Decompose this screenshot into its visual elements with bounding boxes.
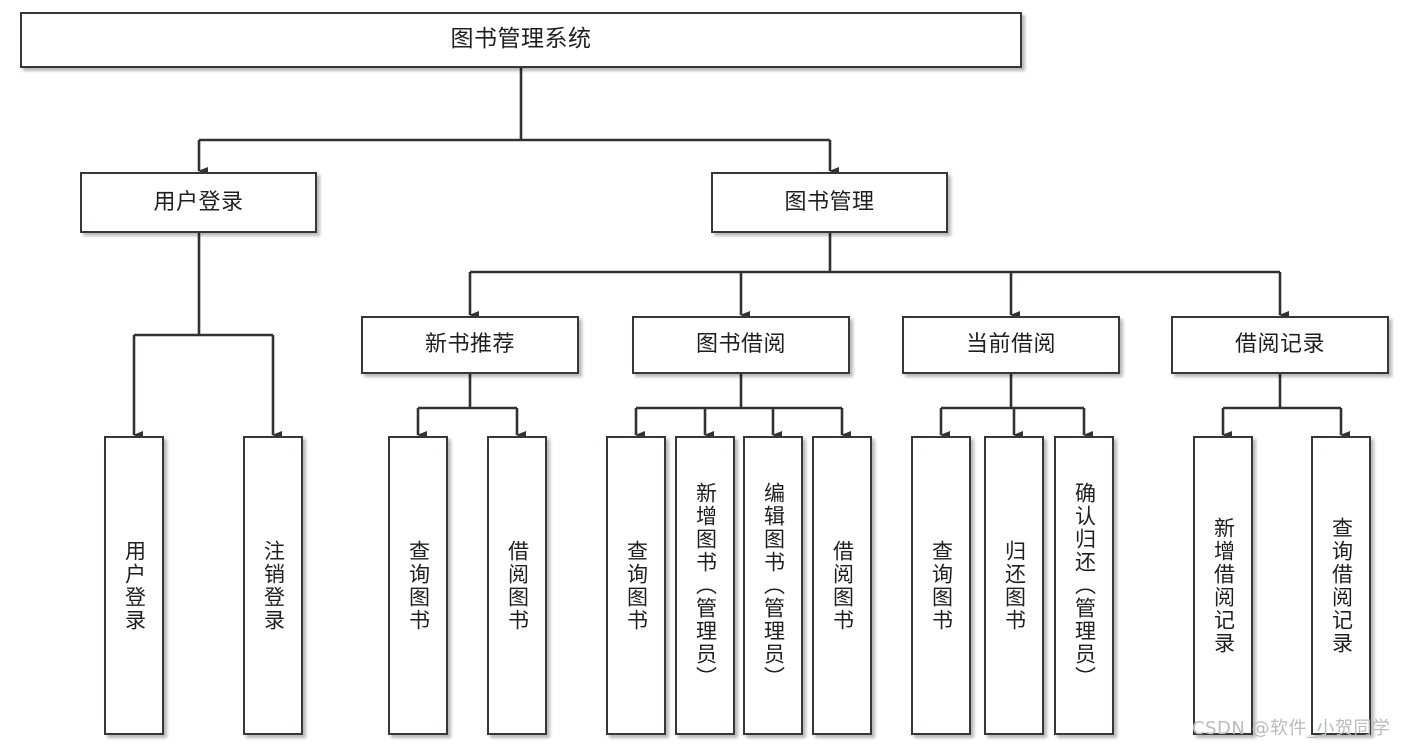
conn-root	[197, 68, 839, 175]
node-label-leaf-return-book: 归还图书	[1002, 539, 1027, 632]
node-new-book-recommend[interactable]: 新书推荐	[361, 316, 579, 374]
node-root[interactable]: 图书管理系统	[20, 12, 1022, 68]
node-label-new-book-recommend: 新书推荐	[424, 332, 515, 358]
node-borrow-record[interactable]: 借阅记录	[1171, 316, 1389, 374]
node-label-leaf-confirm-return: 确认归还（管理员）	[1072, 482, 1097, 689]
conn-book-manage	[468, 233, 1289, 319]
conn-current-borrow	[939, 374, 1093, 439]
node-leaf-borrow-book[interactable]: 借阅图书	[812, 436, 872, 735]
node-leaf-user-logout[interactable]: 注销登录	[243, 436, 303, 735]
node-leaf-query-book-borrow[interactable]: 查询图书	[606, 436, 666, 735]
node-book-borrow[interactable]: 图书借阅	[632, 316, 850, 374]
node-label-leaf-query-book-recommend: 查询图书	[406, 539, 431, 632]
node-label-leaf-borrow-book: 借阅图书	[830, 539, 855, 632]
node-label-current-borrow: 当前借阅	[965, 332, 1056, 358]
node-leaf-edit-book[interactable]: 编辑图书（管理员）	[743, 436, 803, 735]
node-label-leaf-add-borrow-record: 新增借阅记录	[1211, 516, 1236, 655]
node-label-leaf-user-logout: 注销登录	[261, 539, 286, 632]
node-label-leaf-query-book-borrow: 查询图书	[624, 539, 649, 632]
node-label-leaf-user-login: 用户登录	[122, 539, 147, 632]
node-leaf-user-login[interactable]: 用户登录	[104, 436, 164, 735]
node-leaf-query-book-current[interactable]: 查询图书	[911, 436, 971, 735]
node-label-leaf-query-book-current: 查询图书	[929, 539, 954, 632]
node-label-book-manage: 图书管理	[784, 189, 875, 215]
node-label-leaf-add-book: 新增图书（管理员）	[693, 482, 718, 689]
node-label-leaf-query-borrow-record: 查询借阅记录	[1329, 516, 1354, 655]
node-label-root: 图书管理系统	[450, 26, 592, 53]
node-book-manage[interactable]: 图书管理	[711, 172, 948, 233]
conn-user-login	[132, 233, 282, 439]
node-label-book-borrow: 图书借阅	[695, 332, 786, 358]
node-label-leaf-edit-book: 编辑图书（管理员）	[761, 482, 786, 689]
node-current-borrow[interactable]: 当前借阅	[902, 316, 1120, 374]
node-leaf-query-borrow-record[interactable]: 查询借阅记录	[1311, 436, 1371, 735]
node-label-borrow-record: 借阅记录	[1234, 332, 1325, 358]
conn-new-book-recommend	[416, 374, 526, 439]
node-label-user-login: 用户登录	[153, 189, 244, 215]
node-leaf-confirm-return[interactable]: 确认归还（管理员）	[1054, 436, 1114, 735]
conn-borrow-record	[1221, 374, 1350, 439]
conn-book-borrow	[634, 374, 851, 439]
node-leaf-add-book[interactable]: 新增图书（管理员）	[675, 436, 735, 735]
connector-group	[132, 68, 1350, 439]
node-leaf-borrow-book-recommend[interactable]: 借阅图书	[487, 436, 547, 735]
watermark-credit: CSDN @软件_小贺同学	[1192, 718, 1391, 739]
node-user-login[interactable]: 用户登录	[80, 172, 317, 233]
node-leaf-query-book-recommend[interactable]: 查询图书	[388, 436, 448, 735]
node-leaf-add-borrow-record[interactable]: 新增借阅记录	[1193, 436, 1253, 735]
node-label-leaf-borrow-book-recommend: 借阅图书	[505, 539, 530, 632]
node-leaf-return-book[interactable]: 归还图书	[984, 436, 1044, 735]
